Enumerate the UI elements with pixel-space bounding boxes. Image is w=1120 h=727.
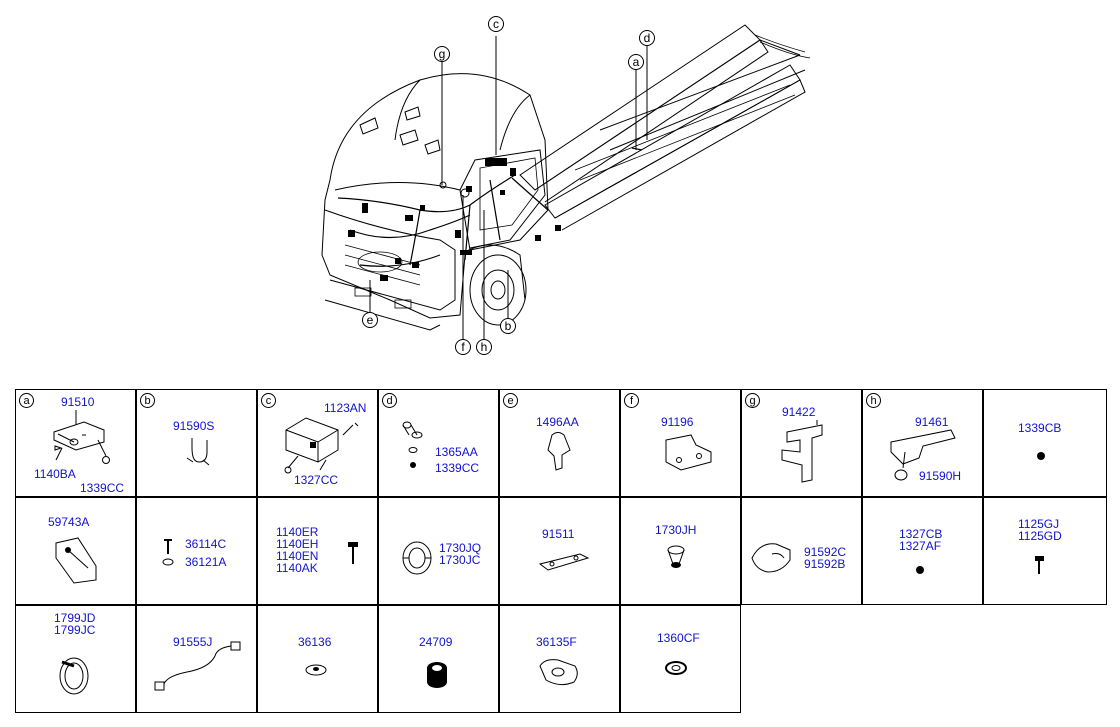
washer-icon — [305, 664, 327, 676]
cable-tie-icon — [59, 657, 89, 695]
extension-wire-icon — [154, 641, 241, 691]
part-number: 1125GJ 1125GD — [1018, 517, 1062, 543]
part-cell-a[interactable]: a 91510 1140BA 1339CC — [15, 389, 136, 497]
part-cell-1730JH[interactable]: 1730JH — [620, 497, 741, 605]
part-number: 1327CB 1327AF — [899, 527, 943, 553]
part-cell-c[interactable]: c 1123AN 1327CC — [257, 389, 378, 497]
bracket-icon — [53, 410, 110, 464]
part-cell-91592C[interactable]: 91592C 91592B — [741, 497, 862, 605]
part-number: 1140ER 1140EH 1140EN 1140AK — [276, 525, 319, 575]
part-number: 1360CF — [657, 631, 700, 645]
part-cell-e[interactable]: e 1496AA — [499, 389, 620, 497]
part-number: 59743A — [48, 515, 90, 529]
nut-icon — [916, 566, 924, 574]
part-cell-f[interactable]: f 91196 — [620, 389, 741, 497]
part-number: 1365AA — [435, 445, 478, 459]
cell-letter: f — [624, 393, 639, 408]
plug-icon — [667, 545, 685, 568]
part-number: 1730JQ 1730JC — [439, 541, 482, 567]
cell-letter: d — [382, 393, 397, 408]
bolt-icon — [348, 542, 358, 564]
part-number: 91196 — [661, 415, 694, 429]
clip-icon — [186, 438, 210, 466]
gear-icon — [427, 662, 447, 688]
bolt-icon — [1035, 556, 1044, 574]
plate-icon — [538, 553, 590, 571]
cell-letter: g — [745, 393, 760, 408]
part-cell-1730JQ[interactable]: 1730JQ 1730JC — [378, 497, 499, 605]
cover-plate-icon — [55, 537, 97, 584]
part-cell-d[interactable]: d 1365AA 1339CC — [378, 389, 499, 497]
callout-c[interactable]: c — [488, 16, 504, 32]
harness-bracket-icon — [890, 429, 956, 481]
gasket-icon — [539, 659, 578, 686]
rubber-seal-icon — [402, 541, 432, 575]
callout-e[interactable]: e — [362, 312, 378, 328]
part-number: 1339CC — [435, 461, 480, 475]
part-number: 91590S — [173, 419, 215, 433]
control-module-icon — [284, 417, 359, 474]
cell-letter: h — [866, 393, 881, 408]
part-number: 36136 — [298, 635, 332, 649]
cell-letter: b — [140, 393, 155, 408]
part-number: 36114C — [185, 537, 227, 551]
callout-g[interactable]: g — [434, 46, 450, 62]
part-number: 91511 — [542, 527, 575, 541]
part-cell-1140ER[interactable]: 1140ER 1140EH 1140EN 1140AK — [257, 497, 378, 605]
part-cell-36135F[interactable]: 36135F — [499, 605, 620, 713]
grommet-icon — [547, 432, 571, 471]
callout-b[interactable]: b — [500, 318, 516, 334]
part-number: 1339CC — [80, 481, 125, 495]
bracket-plate-icon — [665, 434, 712, 471]
cell-letter: c — [261, 393, 276, 408]
part-cell-1327CB[interactable]: 1327CB 1327AF — [862, 497, 983, 605]
part-cell-1125GJ[interactable]: 1125GJ 1125GD — [983, 497, 1107, 605]
part-number: 1799JD 1799JC — [54, 611, 96, 637]
nut-icon — [1037, 452, 1045, 460]
part-cell-b[interactable]: b 91590S — [136, 389, 257, 497]
part-number: 1140BA — [34, 467, 76, 481]
part-number: 36121A — [185, 555, 227, 569]
bolt-washer-icon — [162, 539, 174, 566]
part-cell-24709[interactable]: 24709 — [378, 605, 499, 713]
callout-d[interactable]: d — [639, 30, 655, 46]
part-number: 91592C 91592B — [804, 545, 847, 571]
part-number: 91590H — [919, 469, 962, 483]
part-cell-91555J[interactable]: 91555J — [136, 605, 257, 713]
part-number: 1496AA — [536, 415, 579, 429]
parts-grid: a 91510 1140BA 1339CC b 91590S c 1123AN … — [15, 389, 1107, 713]
part-cell-1339CB[interactable]: 1339CB — [983, 389, 1107, 497]
screw-washer-icon — [402, 421, 423, 468]
callout-h[interactable]: h — [476, 339, 492, 355]
part-cell-1360CF[interactable]: 1360CF — [620, 605, 741, 713]
cell-letter: e — [503, 393, 518, 408]
callout-f[interactable]: f — [455, 339, 471, 355]
part-number: 1327CC — [294, 473, 339, 487]
callout-a[interactable]: a — [628, 54, 644, 70]
clamp-icon — [751, 543, 791, 573]
part-cell-1799JD[interactable]: 1799JD 1799JC — [15, 605, 136, 713]
part-cell-91511[interactable]: 91511 — [499, 497, 620, 605]
part-cell-g[interactable]: g 91422 — [741, 389, 862, 497]
part-number: 91422 — [782, 405, 816, 419]
part-number: 91461 — [915, 415, 949, 429]
part-cell-36114C[interactable]: 36114C 36121A — [136, 497, 257, 605]
part-number: 1339CB — [1018, 421, 1062, 435]
part-cell-h[interactable]: h 91461 91590H — [862, 389, 983, 497]
part-number: 24709 — [419, 635, 453, 649]
part-number: 1123AN — [324, 401, 367, 415]
part-number: 36135F — [536, 635, 577, 649]
part-number: 91510 — [61, 395, 95, 409]
part-number: 1730JH — [655, 523, 697, 537]
part-number: 91555J — [173, 635, 213, 649]
mounting-bracket-icon — [781, 420, 823, 483]
part-cell-59743A[interactable]: 59743A — [15, 497, 136, 605]
truck-overview-diagram — [321, 24, 811, 340]
cell-letter: a — [19, 393, 34, 408]
part-cell-36136[interactable]: 36136 — [257, 605, 378, 713]
spring-washer-icon — [665, 661, 687, 675]
